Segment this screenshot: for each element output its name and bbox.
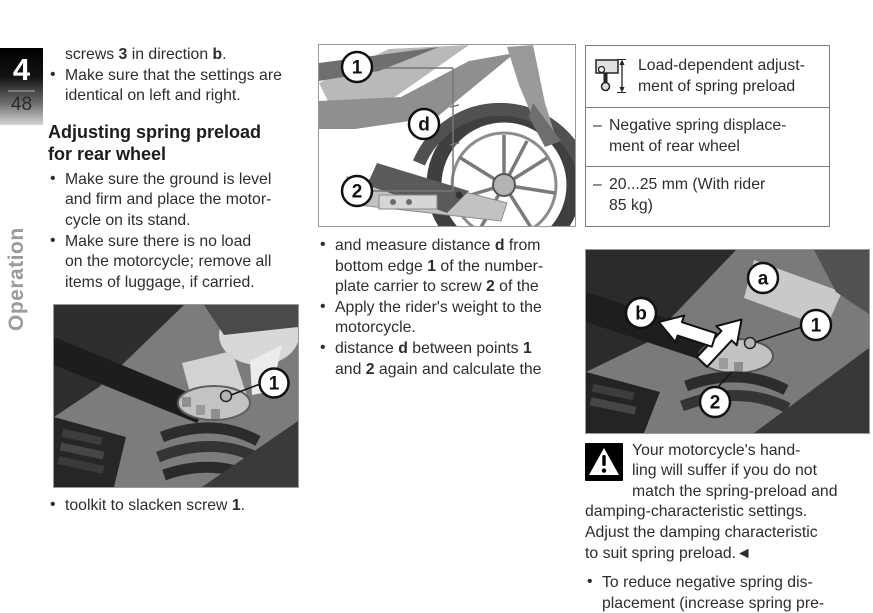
bullet-marker: • bbox=[320, 338, 326, 356]
bullet-item: • Make sure that the settings are identic… bbox=[48, 66, 306, 107]
bullet-text: Make sure that the settings are identical… bbox=[65, 66, 306, 107]
warning-note: Your motorcycle's hand-ling will suffer … bbox=[585, 441, 869, 565]
callout-1: 1 bbox=[352, 58, 363, 79]
text-line: plate carrier to screw 2 of the bbox=[335, 278, 539, 296]
bullet-item: • Make sure the ground is level and firm … bbox=[48, 170, 306, 232]
column-middle: 1 d 2 • and measure distance d from botto… bbox=[318, 44, 576, 380]
text-line: ling will suffer if you do not bbox=[632, 462, 817, 480]
callout-2: 2 bbox=[710, 392, 721, 413]
bullet-text: Make sure there is no load on the motorcy… bbox=[65, 232, 306, 294]
callout-a: a bbox=[758, 268, 769, 289]
text-line: 85 kg) bbox=[609, 196, 653, 214]
text-line: bottom edge 1 of the number- bbox=[335, 257, 544, 275]
figure-shock-absorber-screw: 1 bbox=[53, 304, 299, 489]
bullet-item: • Apply the rider's weight to the motorcy… bbox=[318, 298, 574, 339]
bullet-marker: • bbox=[50, 65, 56, 83]
text-line: and measure distance d from bbox=[335, 237, 541, 254]
text-line: match the spring-preload and bbox=[632, 482, 838, 500]
text-line: on the motorcycle; remove all bbox=[65, 253, 272, 271]
bullet-marker: • bbox=[587, 573, 593, 591]
bullet-text: Make sure the ground is level and firm an… bbox=[65, 170, 306, 232]
dash-marker: – bbox=[593, 117, 602, 135]
chapter-number: 4 bbox=[12, 52, 31, 87]
callout-b: b bbox=[635, 303, 647, 324]
page-number: 48 bbox=[10, 94, 33, 115]
spec-title-text: Load-dependent adjust-ment of spring pre… bbox=[638, 56, 805, 97]
text-line: toolkit to slacken screw 1. bbox=[65, 497, 245, 515]
bullet-item: • To reduce negative spring dis-placemen… bbox=[585, 573, 869, 613]
text-line: and 2 again and calculate the bbox=[335, 360, 542, 378]
text-line: Negative spring displace- bbox=[609, 117, 787, 135]
figure-rear-wheel-measurement: 1 d 2 bbox=[318, 44, 576, 227]
tab-divider bbox=[8, 90, 35, 92]
photo-shock-absorber: 1 bbox=[54, 305, 298, 488]
spec-value-text: 20...25 mm (With rider 85 kg) bbox=[609, 175, 823, 216]
text-line: to suit spring preload.◄ bbox=[585, 544, 752, 562]
text-line: Apply the rider's weight to the bbox=[335, 298, 542, 316]
column-right: Load-dependent adjust-ment of spring pre… bbox=[585, 45, 870, 613]
spec-parameter-text: Negative spring displace-ment of rear wh… bbox=[609, 116, 823, 157]
text-line: for rear wheel bbox=[48, 144, 167, 165]
bullet-item: • distance d between points 1 and 2 again… bbox=[318, 339, 574, 380]
paragraph-continuation: screws 3 in direction b. bbox=[48, 45, 306, 66]
text-line: Your motorcycle's hand- bbox=[632, 441, 801, 459]
bullet-text: To reduce negative spring dis-placement … bbox=[602, 573, 869, 613]
bullet-item: • Make sure there is no load on the motor… bbox=[48, 232, 306, 294]
text-line: Make sure that the settings are bbox=[65, 66, 282, 84]
bullet-item: • and measure distance d from bottom edge… bbox=[318, 236, 574, 298]
callout-1: 1 bbox=[811, 315, 822, 336]
text-line: damping-characteristic settings. bbox=[585, 503, 808, 521]
text-line: screws 3 in direction b. bbox=[65, 46, 227, 63]
text-line: 20...25 mm (With rider bbox=[609, 176, 766, 194]
text-line: distance d between points 1 bbox=[335, 339, 532, 357]
bullet-text: distance d between points 1 and 2 again a… bbox=[335, 339, 574, 380]
text-line: identical on left and right. bbox=[65, 87, 241, 105]
text-line: ment of rear wheel bbox=[609, 137, 740, 155]
illustration-rear-wheel: 1 d 2 bbox=[319, 45, 575, 226]
bullet-text: and measure distance d from bottom edge 1… bbox=[335, 236, 574, 298]
text-line: placement (increase spring pre- bbox=[602, 594, 825, 612]
bullet-marker: • bbox=[50, 231, 56, 249]
callout-2: 2 bbox=[352, 182, 363, 203]
bullet-marker: • bbox=[50, 169, 56, 187]
text-line: Adjust the damping characteristic bbox=[585, 523, 818, 541]
warning-text: Your motorcycle's hand-ling will suffer … bbox=[585, 441, 869, 565]
text-line: and firm and place the motor- bbox=[65, 191, 272, 209]
dash-marker: – bbox=[593, 176, 602, 194]
callout-1: 1 bbox=[269, 374, 280, 395]
figure-spring-preload-adjuster: a b 1 2 bbox=[585, 248, 870, 434]
chapter-title-vertical: Operation bbox=[5, 227, 28, 331]
text-line: Make sure the ground is level bbox=[65, 170, 272, 188]
text-line: cycle on its stand. bbox=[65, 211, 191, 229]
bullet-marker: • bbox=[50, 496, 56, 514]
bullet-text: Apply the rider's weight to the motorcycl… bbox=[335, 298, 574, 339]
text-line: Load-dependent adjust- bbox=[638, 57, 805, 74]
text-line: items of luggage, if carried. bbox=[65, 273, 255, 291]
text-line: ment of spring preload bbox=[638, 77, 796, 95]
warning-icon bbox=[585, 442, 623, 481]
text-line: To reduce negative spring dis- bbox=[602, 574, 813, 592]
spec-row-value: – 20...25 mm (With rider 85 kg) bbox=[586, 166, 829, 225]
text-line: Adjusting spring preload bbox=[48, 121, 262, 142]
spring-preload-icon bbox=[593, 56, 627, 96]
callout-d: d bbox=[418, 115, 430, 136]
photo-preload-adjuster: a b 1 2 bbox=[586, 249, 869, 433]
bullet-text: toolkit to slacken screw 1. bbox=[65, 496, 306, 517]
bullet-marker: • bbox=[320, 236, 326, 253]
text-line: Make sure there is no load bbox=[65, 232, 252, 250]
spec-row-parameter: – Negative spring displace-ment of rear … bbox=[586, 107, 829, 166]
bullet-item: • toolkit to slacken screw 1. bbox=[48, 496, 306, 517]
bullet-marker: • bbox=[320, 297, 326, 315]
spec-table: Load-dependent adjust-ment of spring pre… bbox=[585, 45, 830, 227]
spec-row-title: Load-dependent adjust-ment of spring pre… bbox=[586, 46, 829, 107]
chapter-tab: 4 48 bbox=[0, 48, 43, 125]
text-line: motorcycle. bbox=[335, 319, 416, 337]
column-left: screws 3 in direction b. • Make sure tha… bbox=[48, 45, 306, 517]
